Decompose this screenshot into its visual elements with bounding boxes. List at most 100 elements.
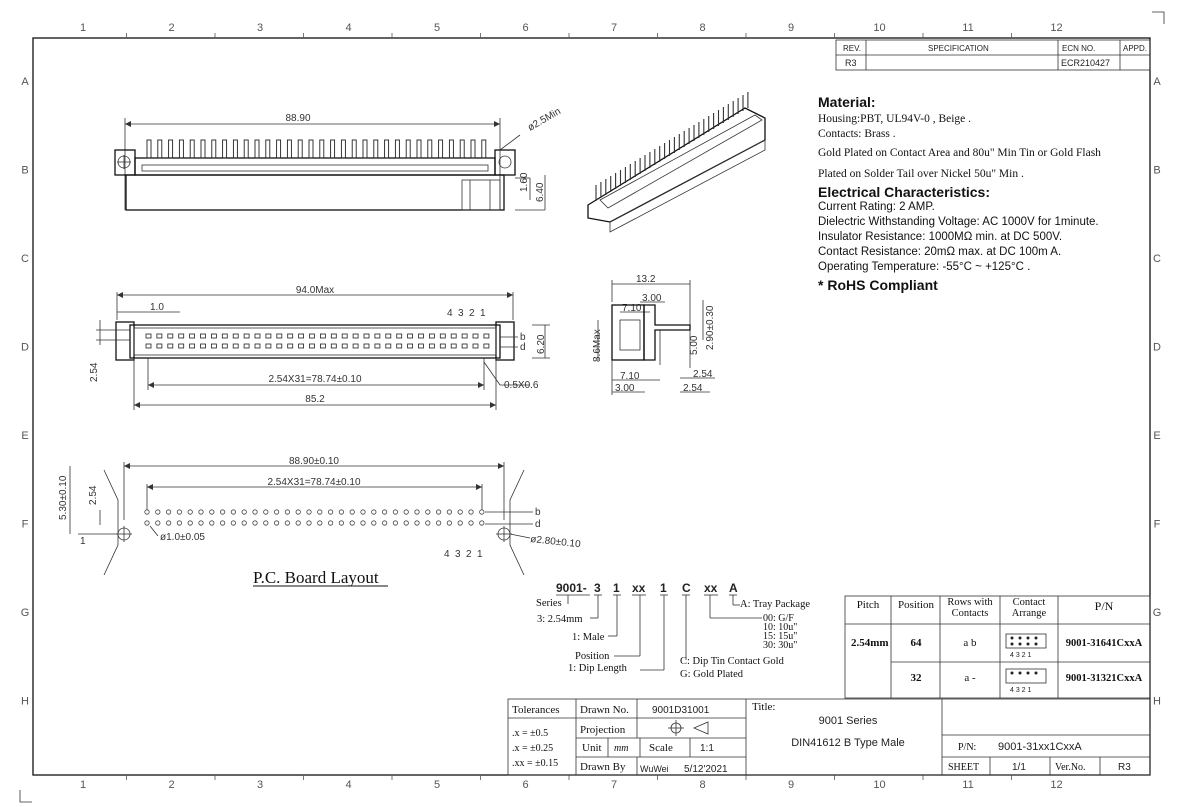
code-plating-0: 00: G/F [763,613,794,624]
pcb-hole-row-b [338,509,344,515]
pcb-hole-row-d [392,520,398,526]
pcb-hole-row-b [295,509,301,515]
code-seg-2: 1 [613,581,620,595]
front-height-dim: 6.20 [536,334,547,354]
front-view-pin-row-b [374,333,381,339]
top-view-pin [319,139,325,159]
front-view-pin-row-d [472,343,479,349]
front-view-pin-row-b [221,333,228,339]
front-view-pin-row-b [363,333,370,339]
electrical-line-2: Dielectric Withstanding Voltage: AC 1000… [818,216,1099,228]
row-letter-G-left: G [21,607,30,619]
column-number-7-bottom: 7 [611,779,617,791]
front-view-pin-row-d [341,343,348,349]
column-number-10-bottom: 10 [873,779,885,791]
pcb-pin-label-2: 2 [466,549,472,560]
drawn-date: 5/12'2021 [684,764,728,775]
side-d4-dim: 5.00 [689,335,700,355]
row-letter-B-right: B [1153,165,1160,177]
front-view-pin-row-b [472,333,479,339]
rev-value: R3 [845,58,857,68]
pcb-hole-row-b [349,509,355,515]
code-tray-label: A: Tray Package [740,599,810,610]
front-view-pin-row-b [483,333,490,339]
column-number-11-top: 11 [962,22,973,34]
top-view-pin [232,139,238,159]
row-letter-G-right: G [1153,607,1162,619]
column-number-12-bottom: 12 [1050,779,1062,791]
pcb-hole-row-d [349,520,355,526]
code-gold-label: G: Gold Plated [680,669,744,680]
pcb-hole-row-d [468,520,474,526]
pcb-layout-title: P.C. Board Layout [253,568,379,587]
pcb-hole-row-d [457,520,463,526]
arrange-dot [1034,642,1038,646]
pcb-hole-row-d [241,520,247,526]
front-view-pin-row-d [189,343,196,349]
front-chamfer-dim: 0.5X0.6 [504,380,539,391]
pn-label: P/N: [958,742,976,753]
sheet-label: SHEET [948,762,979,773]
column-number-9-bottom: 9 [788,779,794,791]
front-view-pin-row-b [189,333,196,339]
code-position-label: Position [575,651,610,662]
front-view-pin-row-b [418,333,424,339]
front-view-pin-row-d [265,343,272,349]
pcb-hole-row-b [371,509,377,515]
front-view-pin-row-b [341,333,348,339]
column-number-8-bottom: 8 [699,779,705,791]
electrical-heading: Electrical Characteristics: [818,184,990,200]
code-series-label: Series [536,598,562,609]
electrical-line-5: Operating Temperature: -55°C ~ +125°C . [818,261,1031,273]
pcb-pin-label-1: 1 [477,549,483,560]
top-view-pin [373,139,379,159]
spec-row2-arrange: 4 3 2 1 [1010,687,1032,694]
drawn-by-label: Drawn By [580,761,626,773]
front-view-pin-row-b [276,333,283,339]
side-d2-dim: 3.00 [642,293,662,304]
front-row-label-d: d [520,342,526,353]
crop-mark-bottom-left [19,790,32,803]
front-view-pin-row-b [178,333,185,339]
pcb-hole-row-d [187,520,193,526]
tol-line-3: .xx = ±0.15 [512,758,558,769]
pn-value: 9001-31xx1CxxA [998,741,1082,753]
column-number-6-bottom: 6 [522,779,528,791]
front-view-pin-row-d [483,343,490,349]
ver-label: Ver.No. [1055,762,1086,773]
pcb-row-label-b: b [535,507,541,518]
front-pin-label-3: 3 [458,308,464,319]
pcb-hole-row-d [338,520,344,526]
front-view-pin-row-d [254,343,261,349]
pcb-hole-row-d [273,520,280,526]
pcb-hole-row-d [360,520,366,526]
code-male-label: 1: Male [572,632,605,643]
top-view-pin [254,139,260,159]
code-seg-4: 1 [660,581,667,595]
top-view-pin [243,139,249,159]
row-letter-F-right: F [1154,519,1161,531]
code-seg-0: 9001- [556,581,587,595]
tolerances-label: Tolerances [512,704,559,716]
front-pitch-span-dim: 2.54X31=78.74±0.10 [268,374,362,385]
column-number-1-top: 1 [80,22,86,34]
pcb-hole-row-d [284,520,290,526]
column-number-4-top: 4 [345,22,351,34]
code-plating-1: 10: 10u" [763,622,797,633]
front-view-pin-row-b [407,333,414,339]
front-view-pin-row-b [450,333,457,339]
column-number-1-bottom: 1 [80,779,86,791]
top-view-pin [405,139,411,159]
pcb-pin-label-4: 4 [444,549,450,560]
pcb-hole-row-b [403,509,409,515]
title-label: Title: [752,701,775,713]
drawn-no-value: 9001D31001 [652,705,710,716]
top-view-pin [265,139,271,159]
top-view-pin [178,139,184,159]
front-pitch-v-dim: 2.54 [89,362,100,382]
pcb-layout-drawing: 88.90±0.10 2.54X31=78.74±0.10 5.30±0.10 … [58,456,582,587]
arrange-dot [1010,642,1014,646]
arrange-dot [1026,636,1030,640]
front-view-pin-row-d [287,343,294,349]
pcb-hole-row-b [176,509,182,515]
